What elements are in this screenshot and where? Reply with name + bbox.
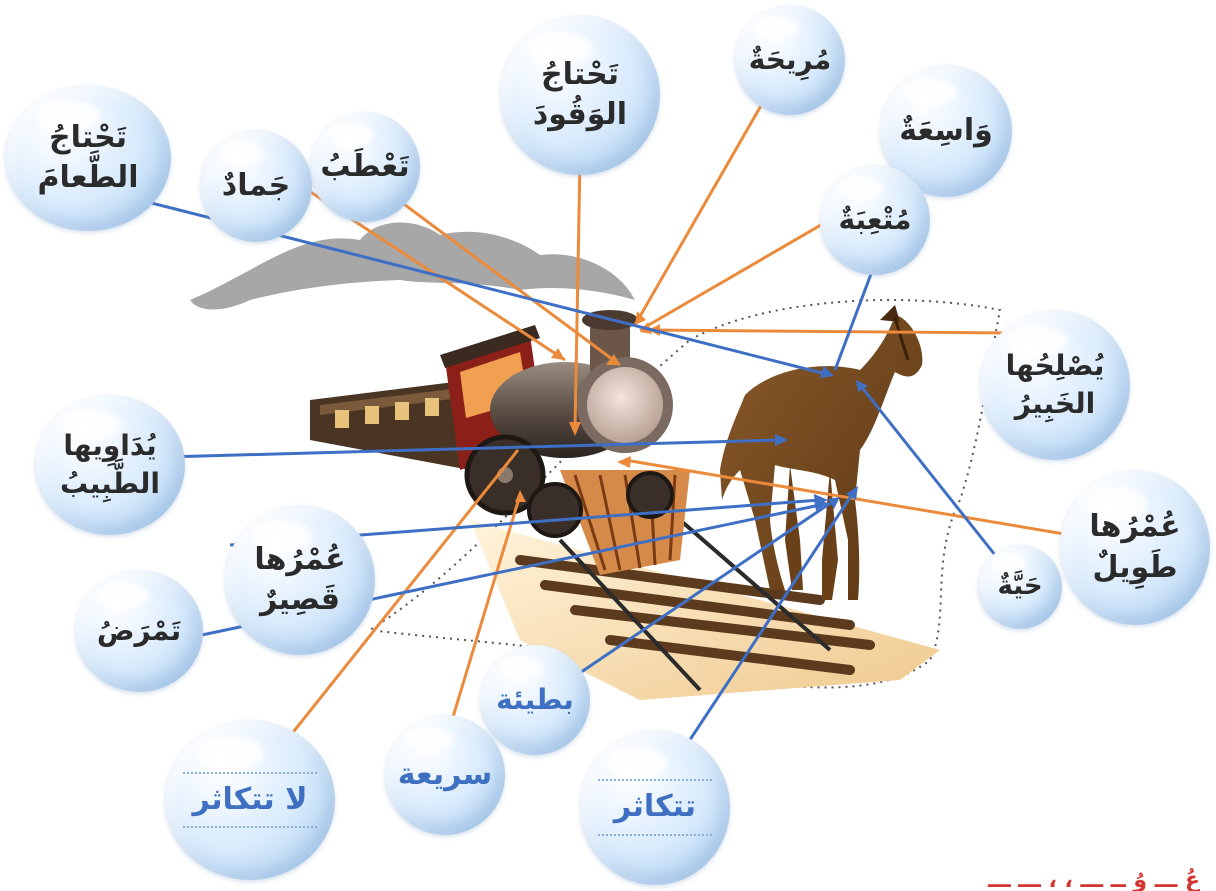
bubble-needs-fuel-label: تَحْتاجُ الوَقُودَ	[532, 56, 628, 133]
bubble-long-life[interactable]: عُمْرُها طَوِيلٌ	[1060, 470, 1210, 625]
bubble-tires-label: تَعْطَبُ	[320, 148, 410, 184]
railway-track	[515, 555, 875, 675]
bubble-reproduces[interactable]: تتكاثر	[580, 730, 730, 885]
dotted-boundary	[367, 299, 1002, 689]
footer-text: عُ ـــ وُ ــ ـــ ، ، ـــ ـــ	[988, 868, 1200, 891]
bubble-need-food[interactable]: تَحْتاجُ الطَّعامَ	[5, 85, 171, 231]
bubble-comfortable[interactable]: مُرِيحَةٌ	[735, 5, 845, 115]
bubble-gets-sick[interactable]: تَمْرَضُ	[75, 570, 203, 692]
bubble-short-life[interactable]: عُمْرُها قَصِيرٌ	[225, 505, 375, 655]
bubble-expert-repairs[interactable]: يُصْلِحُها الخَبِيرُ	[980, 310, 1130, 460]
bubble-slow-label: بطيئة	[496, 683, 574, 717]
bubble-no-reproduce-label: لا تتكاثر	[183, 771, 317, 829]
bubble-comfortable-label: مُرِيحَةٌ	[748, 43, 832, 77]
bubble-inanimate-label: جَمادٌ	[221, 167, 291, 203]
bubble-tiring-label: مُتْعِبَةٌ	[838, 203, 912, 237]
bubble-fast-label: سريعة	[397, 756, 493, 792]
bubble-reproduces-label: تتكاثر	[598, 779, 712, 836]
bubble-alive-label: حَيَّةٌ	[997, 571, 1043, 602]
bubble-long-life-label: عُمْرُها طَوِيلٌ	[1089, 509, 1181, 585]
bubble-fast[interactable]: سريعة	[385, 715, 505, 835]
bubble-gets-sick-label: تَمْرَضُ	[96, 614, 182, 648]
bubble-tiring[interactable]: مُتْعِبَةٌ	[820, 165, 930, 275]
train	[310, 310, 690, 575]
bubble-inanimate[interactable]: جَمادٌ	[200, 130, 312, 242]
bubble-alive[interactable]: حَيَّةٌ	[978, 545, 1062, 629]
smoke-cloud	[190, 222, 635, 310]
bubble-expert-repairs-label: يُصْلِحُها الخَبِيرُ	[1005, 349, 1105, 420]
bubble-spacious-label: وَاسِعَةٌ	[899, 112, 993, 148]
bubble-vet-treats[interactable]: يُدَاوِيها الطَّبِيبُ	[35, 395, 185, 535]
bubble-needs-fuel[interactable]: تَحْتاجُ الوَقُودَ	[500, 15, 660, 175]
bubble-need-food-label: تَحْتاجُ الطَّعامَ	[37, 119, 139, 196]
bubble-vet-treats-label: يُدَاوِيها الطَّبِيبُ	[60, 429, 160, 500]
bubble-short-life-label: عُمْرُها قَصِيرٌ	[254, 541, 346, 618]
bubble-no-reproduce[interactable]: لا تتكاثر	[165, 720, 335, 880]
bubble-tires[interactable]: تَعْطَبُ	[310, 112, 420, 222]
bubble-slow[interactable]: بطيئة	[480, 645, 590, 755]
